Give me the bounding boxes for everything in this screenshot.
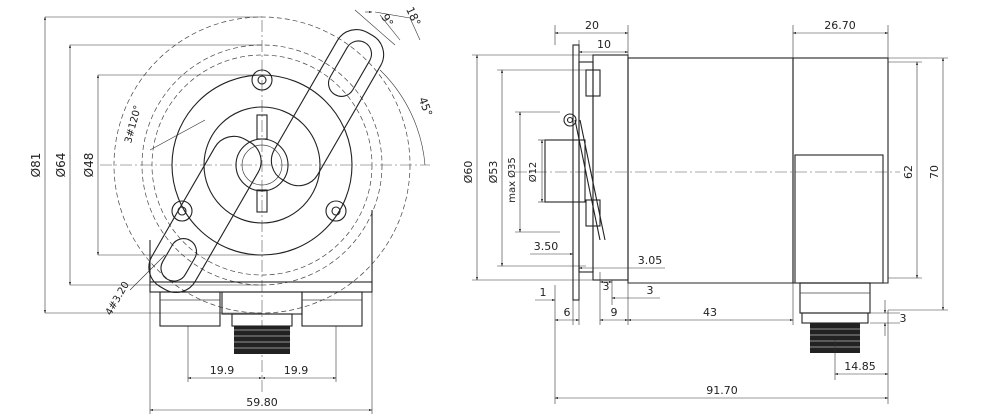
label-len-3-b: 3	[647, 284, 654, 297]
keyway-top	[256, 114, 268, 140]
label-dia-60: Ø60	[462, 161, 475, 184]
label-slots-4x3-20: 4#3.20	[104, 280, 132, 318]
label-dia-53: Ø53	[487, 161, 500, 184]
label-width-19-9-left: 19.9	[210, 364, 235, 377]
shaft-inner-circle	[241, 144, 283, 186]
label-h-62: 62	[902, 165, 915, 179]
mounting-hole-right	[325, 200, 347, 222]
label-len-26-70: 26.70	[824, 19, 856, 32]
label-len-10: 10	[597, 38, 611, 51]
bolt-circle	[151, 54, 373, 276]
side-view: 20 10 26.70 Ø60 Ø53 max Ø35 Ø12 62	[462, 19, 948, 404]
connector-housing	[149, 210, 373, 327]
label-width-19-9-right: 19.9	[284, 364, 309, 377]
label-angle-18: 18°	[403, 5, 423, 28]
label-dia-64: Ø64	[54, 153, 68, 178]
hub-circle	[203, 106, 321, 224]
label-dia-12: Ø12	[527, 162, 539, 183]
mounting-hole-top	[251, 69, 273, 91]
label-dia-81: Ø81	[29, 153, 43, 178]
flange-plate	[544, 44, 629, 301]
label-len-43: 43	[703, 306, 717, 319]
label-len-1: 1	[540, 286, 547, 299]
label-max-dia-35: max Ø35	[506, 157, 518, 203]
encoder-body	[627, 57, 889, 284]
clamp-arm-left	[148, 135, 262, 293]
keyway-bottom	[256, 189, 268, 213]
label-width-59-80: 59.80	[246, 396, 278, 409]
front-view: Ø81 Ø64 Ø48 3#120° 4#3.20 18° 9° 45° 19.…	[29, 5, 435, 414]
label-len-3-05: 3.05	[638, 254, 663, 267]
label-len-6: 6	[564, 306, 571, 319]
label-len-3-c: 3	[900, 312, 907, 325]
label-len-20: 20	[585, 19, 599, 32]
label-len-3-a: 3	[603, 280, 610, 293]
label-len-91-70: 91.70	[706, 384, 738, 397]
m12-connector-front	[231, 313, 293, 354]
label-len-14-85: 14.85	[844, 360, 876, 373]
label-len-3-50: 3.50	[534, 240, 559, 253]
label-h-70: 70	[928, 165, 941, 179]
label-angle-45: 45°	[416, 95, 435, 118]
label-dia-48: Ø48	[82, 153, 96, 178]
label-angle-9: 9°	[378, 12, 396, 29]
label-holes-3x120: 3#120°	[123, 104, 144, 144]
label-len-9: 9	[611, 306, 618, 319]
clamp-arm-right	[270, 29, 385, 187]
